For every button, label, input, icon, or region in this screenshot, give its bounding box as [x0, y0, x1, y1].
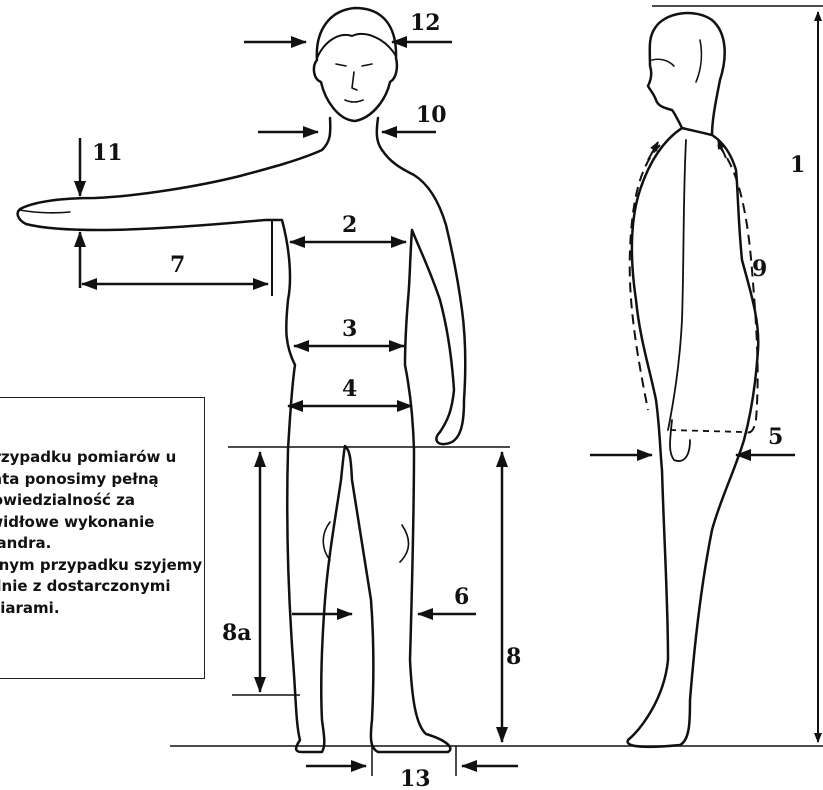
side-head: [648, 13, 725, 135]
label-11: 11: [92, 140, 123, 166]
disclaimer-box: W przypadku pomiarów u klienta ponosimy …: [0, 397, 205, 679]
label-4: 4: [342, 376, 357, 402]
label-10: 10: [416, 102, 447, 128]
label-5: 5: [768, 424, 783, 450]
disclaimer-text: W przypadku pomiarów u klienta ponosimy …: [0, 447, 205, 619]
arrow-9-top: [648, 142, 658, 160]
label-13: 13: [400, 766, 431, 790]
label-8a: 8a: [222, 620, 252, 646]
label-7: 7: [170, 252, 185, 278]
label-1: 1: [790, 152, 805, 178]
side-figure: [628, 13, 759, 747]
front-hair: [317, 34, 396, 58]
label-6: 6: [454, 584, 469, 610]
label-9: 9: [752, 256, 767, 282]
dashed-hip-line: [670, 430, 742, 432]
label-12: 12: [410, 10, 441, 36]
label-8: 8: [506, 644, 521, 670]
label-2: 2: [342, 212, 357, 238]
label-3: 3: [342, 316, 357, 342]
dashed-path-9: [630, 145, 758, 433]
side-body-outline: [628, 128, 759, 747]
front-head: [314, 8, 397, 121]
